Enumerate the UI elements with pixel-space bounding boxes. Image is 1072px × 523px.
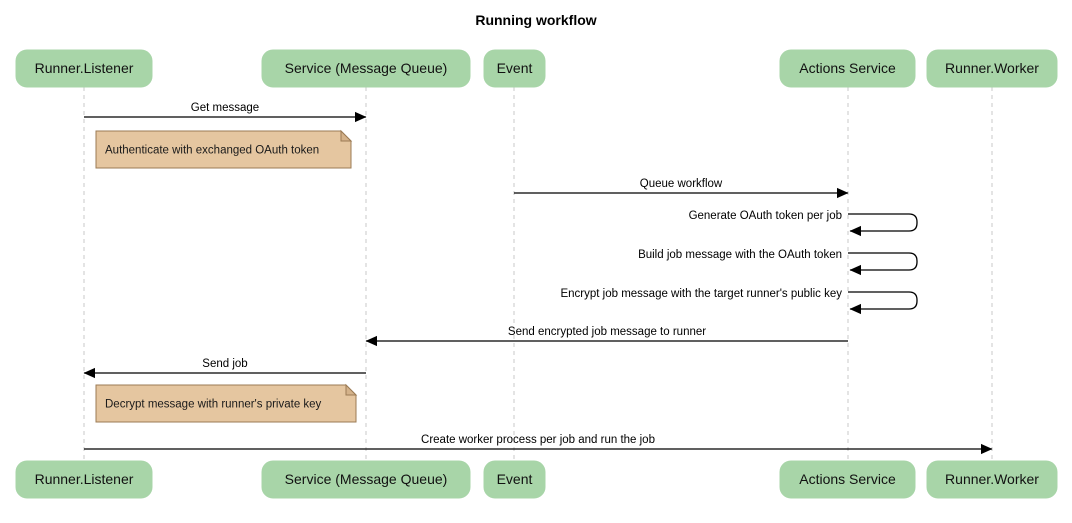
message-send-job[interactable]: Send job [83,358,366,379]
participant-service-message-queue-bottom[interactable]: Service (Message Queue) [261,460,471,499]
self-call-path [848,252,918,276]
message-label: Generate OAuth token per job [689,210,842,222]
message-generate-oauth-token-per-job[interactable]: Generate OAuth token per job [689,210,918,237]
participant-box [926,49,1058,88]
message-label: Build job message with the OAuth token [638,249,842,261]
participant-box [779,460,916,499]
note-body [95,384,357,423]
participant-label: Event [497,471,533,487]
self-call-path [848,213,918,237]
note-label: Authenticate with exchanged OAuth token [105,145,319,157]
note-label: Decrypt message with runner's private ke… [105,399,322,411]
participant-actions-service-top[interactable]: Actions Service [779,49,916,88]
participant-runner-listener-top[interactable]: Runner.Listener [15,49,153,88]
notes-group: Authenticate with exchanged OAuth tokenD… [95,129,358,423]
diagram-title: Running workflow [475,12,596,28]
lifelines-group [83,87,993,461]
participant-label: Actions Service [799,471,896,487]
participant-label: Event [497,60,533,76]
participant-label: Runner.Worker [945,471,1039,487]
participant-label: Runner.Listener [35,60,134,76]
participant-label: Service (Message Queue) [285,60,448,76]
participant-box [926,460,1058,499]
participant-box [15,49,153,88]
message-get-message[interactable]: Get message [84,102,367,123]
message-build-job-message-with-the-oauth-token[interactable]: Build job message with the OAuth token [638,249,918,276]
self-call-path [848,291,918,315]
note-fold-corner-icon [340,129,353,142]
participant-label: Service (Message Queue) [285,471,448,487]
participant-event-top[interactable]: Event [483,49,546,88]
participant-runner-worker-bottom[interactable]: Runner.Worker [926,460,1058,499]
message-label: Send job [202,358,247,370]
participant-box [483,460,546,499]
note-note-decrypt: Decrypt message with runner's private ke… [95,383,358,423]
note-body [95,130,352,169]
note-note-authenticate: Authenticate with exchanged OAuth token [95,129,353,169]
message-encrypt-job-message-with-the-target-runners-public-key[interactable]: Encrypt job message with the target runn… [560,288,918,315]
participant-runner-listener-bottom[interactable]: Runner.Listener [15,460,153,499]
participant-box [779,49,916,88]
participant-box [483,49,546,88]
participant-actions-service-bottom[interactable]: Actions Service [779,460,916,499]
participant-runner-worker-top[interactable]: Runner.Worker [926,49,1058,88]
message-label: Get message [191,102,259,114]
message-label: Create worker process per job and run th… [421,434,655,446]
participant-box [261,49,471,88]
participant-event-bottom[interactable]: Event [483,460,546,499]
message-label: Encrypt job message with the target runn… [560,288,842,300]
message-label: Send encrypted job message to runner [508,326,706,338]
participant-label: Runner.Listener [35,471,134,487]
participant-label: Actions Service [799,60,896,76]
participants-top-group: Runner.Listener Service (Message Queue) Ev… [15,49,1058,88]
participant-box [15,460,153,499]
participant-service-message-queue-top[interactable]: Service (Message Queue) [261,49,471,88]
message-queue-workflow[interactable]: Queue workflow [514,178,849,199]
message-label: Queue workflow [640,178,723,190]
participants-bottom-group: Runner.Listener Service (Message Queue) Ev… [15,460,1058,499]
message-create-worker-process-per-job-and-run-the-job[interactable]: Create worker process per job and run th… [84,434,993,455]
message-send-encrypted-job-message-to-runner[interactable]: Send encrypted job message to runner [365,326,848,347]
note-fold-corner-icon [345,383,358,396]
participant-box [261,460,471,499]
participant-label: Runner.Worker [945,60,1039,76]
